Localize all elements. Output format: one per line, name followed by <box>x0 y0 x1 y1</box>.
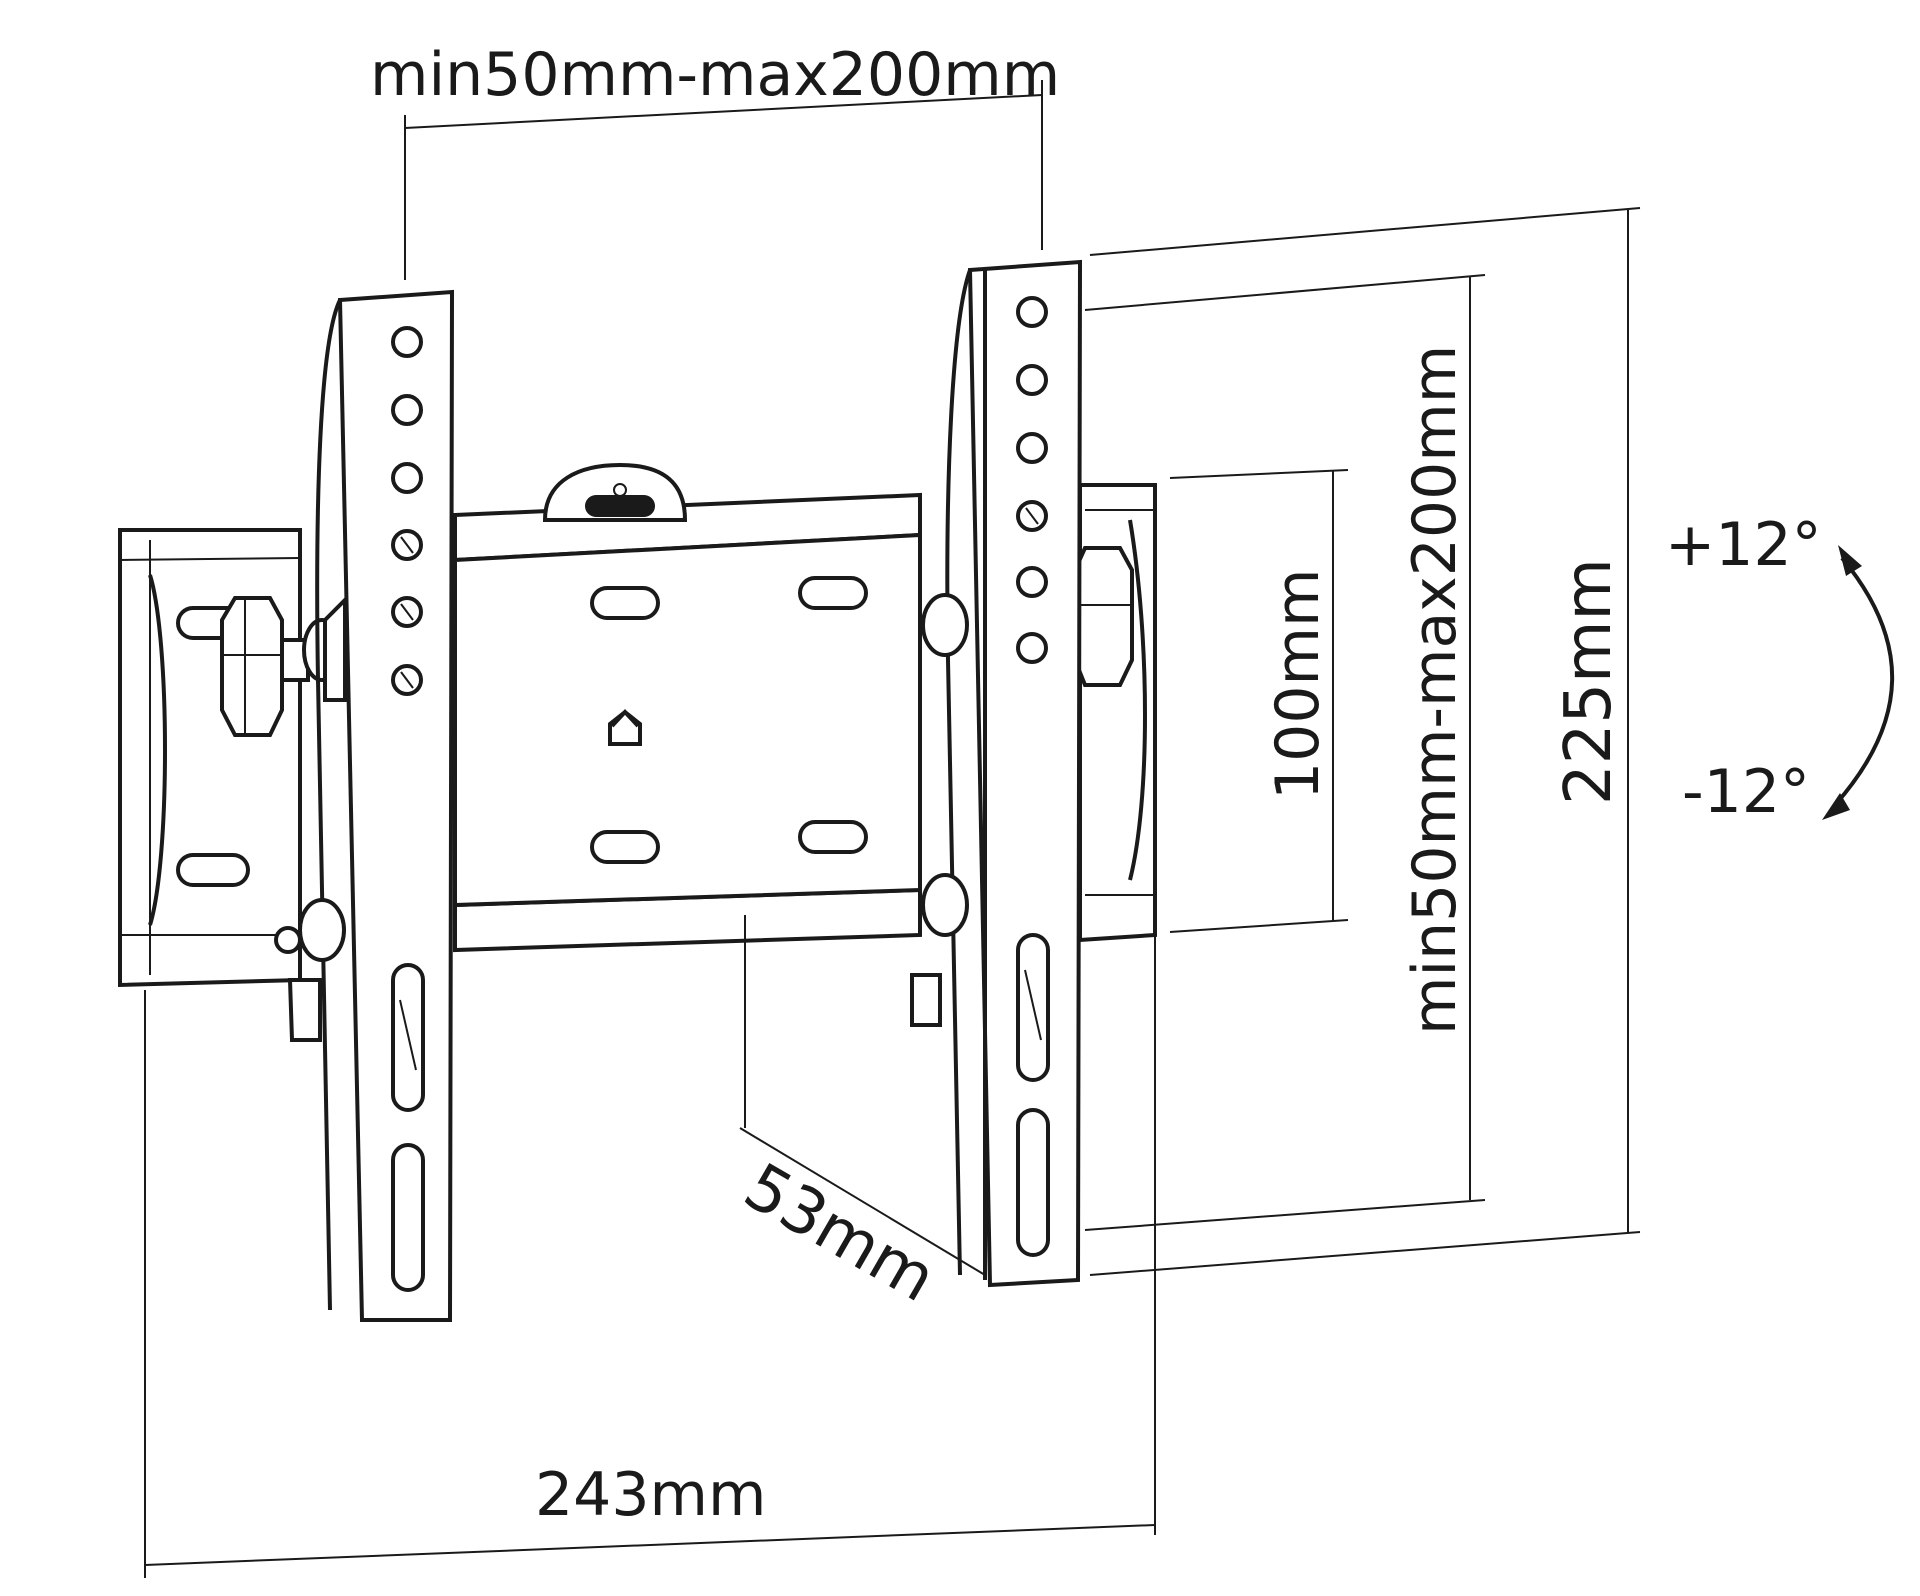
total-height-label: 225mm <box>1552 558 1626 805</box>
tilt-up-label: +12° <box>1665 510 1822 580</box>
center-slot-3 <box>590 830 660 864</box>
center-slot-2 <box>798 576 868 610</box>
vesa-vertical-label: min50mm-max200mm <box>1400 345 1470 1035</box>
tilt-knob-left <box>220 596 342 737</box>
wall-plate <box>118 462 1157 988</box>
vertical-arm-left <box>274 289 455 1322</box>
dimension-lines <box>144 80 1895 1578</box>
hole-spacing-label: 100mm <box>1263 569 1333 800</box>
wall-plate-slot-bottom-left <box>176 853 250 887</box>
wall-depth-label: 53mm <box>732 1150 948 1317</box>
tilt-down-label: -12° <box>1682 757 1810 827</box>
tilt-arrow-down-icon <box>1822 793 1850 820</box>
total-width-label: 243mm <box>535 1460 766 1530</box>
up-arrow-icon <box>608 709 642 746</box>
center-slot-4 <box>798 820 868 854</box>
vesa-horizontal-label: min50mm-max200mm <box>370 40 1060 110</box>
tilt-arc <box>1833 556 1895 807</box>
tilt-arrow-up-icon <box>1838 545 1862 576</box>
tilt-knob-right <box>1073 546 1134 687</box>
center-slot-1 <box>590 586 660 620</box>
vertical-arm-right <box>910 259 1083 1288</box>
